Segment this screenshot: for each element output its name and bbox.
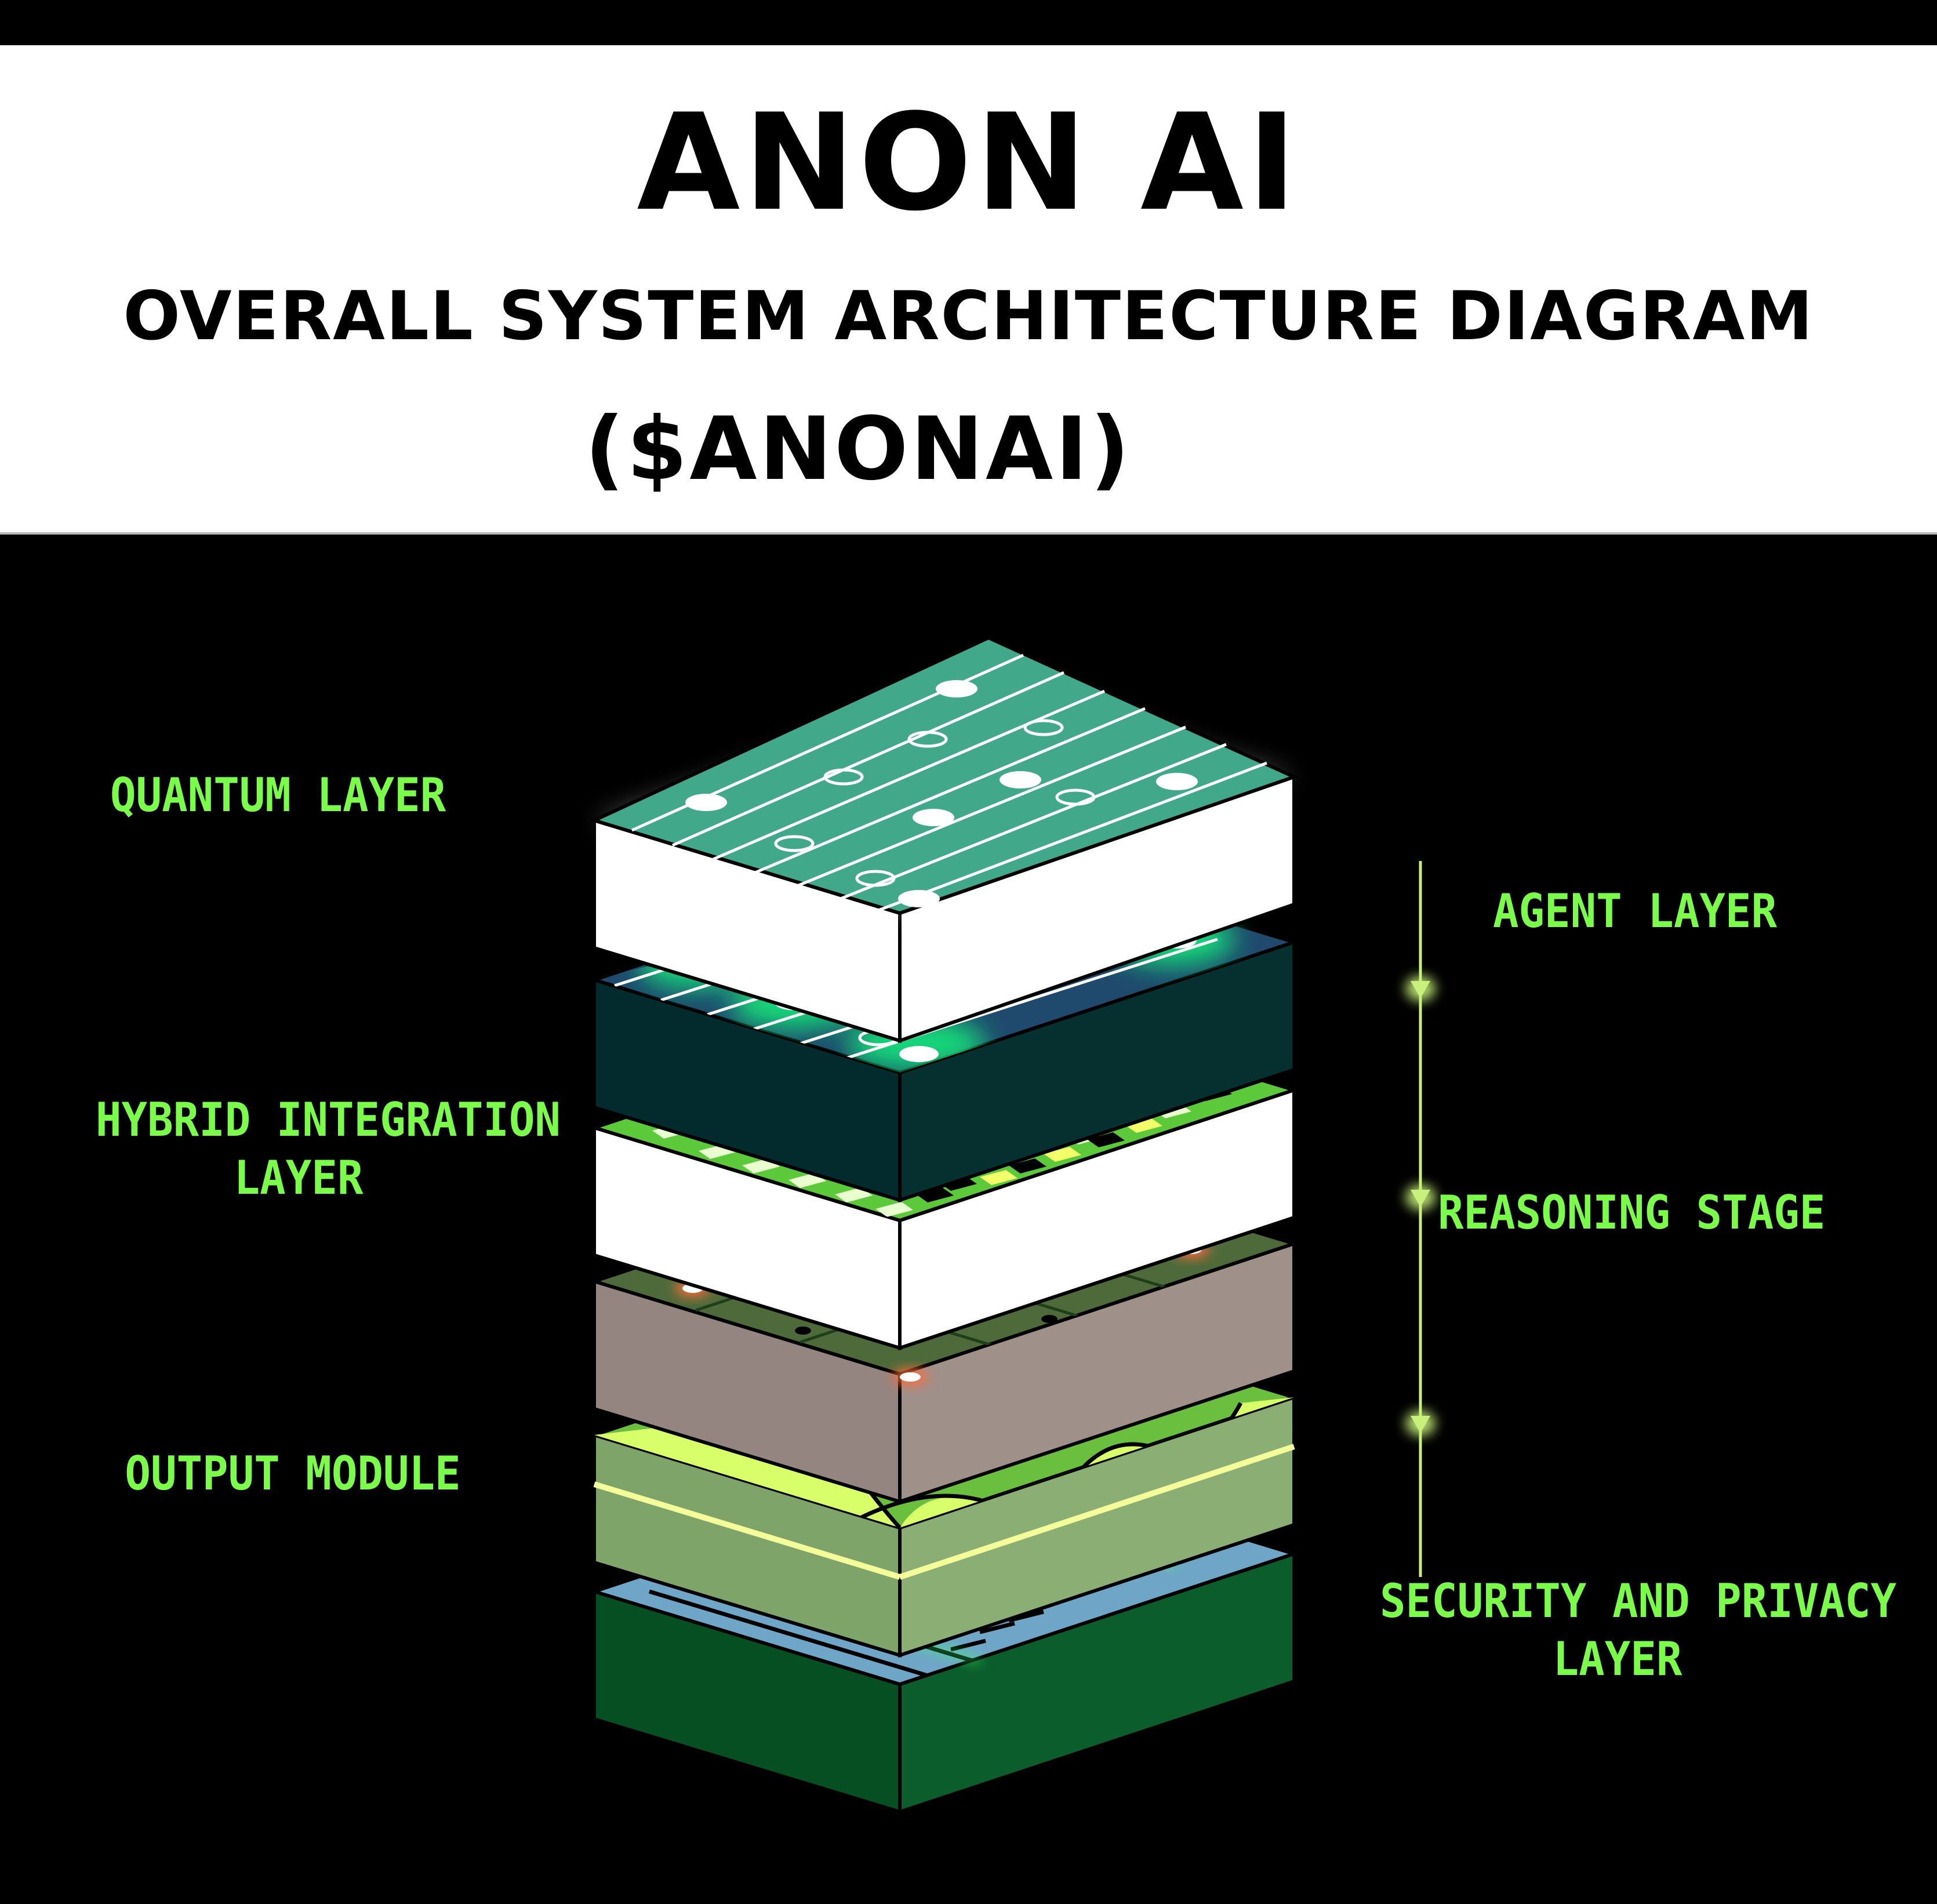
label-output-module: OUTPUT MODULE — [125, 1447, 461, 1501]
flow-arrow-down-2 — [1411, 1190, 1430, 1207]
header-banner: ANON AI OVERALL SYSTEM ARCHITECTURE DIAG… — [0, 45, 1937, 535]
label-security-privacy-line1: SECURITY AND PRIVACY — [1380, 1574, 1897, 1629]
quantum-qubit-nodes — [685, 680, 1198, 907]
flow-arrow-down-3 — [1411, 1416, 1430, 1433]
page-title: ANON AI — [637, 86, 1300, 241]
top-black-strip — [0, 0, 1937, 45]
flow-arrow-down-1 — [1411, 981, 1430, 998]
quantum-layer-slab — [589, 635, 1299, 1044]
flow-arrow-line — [1405, 861, 1436, 1577]
ticker-symbol: ($ANONAI) — [584, 399, 1132, 500]
label-agent-layer: AGENT LAYER — [1492, 884, 1778, 939]
label-hybrid-integration-line1: HYBRID INTEGRATION — [96, 1093, 561, 1147]
layer-stack — [588, 635, 1436, 1815]
label-reasoning-stage: REASONING STAGE — [1438, 1186, 1826, 1240]
architecture-diagram: QUANTUM LAYER HYBRID INTEGRATION LAYER O… — [0, 535, 1937, 1904]
label-security-privacy-line2: LAYER — [1553, 1632, 1682, 1687]
label-hybrid-integration-line2: LAYER — [234, 1151, 364, 1205]
label-quantum-layer: QUANTUM LAYER — [110, 768, 446, 823]
page-subtitle: OVERALL SYSTEM ARCHITECTURE DIAGRAM — [123, 277, 1814, 355]
